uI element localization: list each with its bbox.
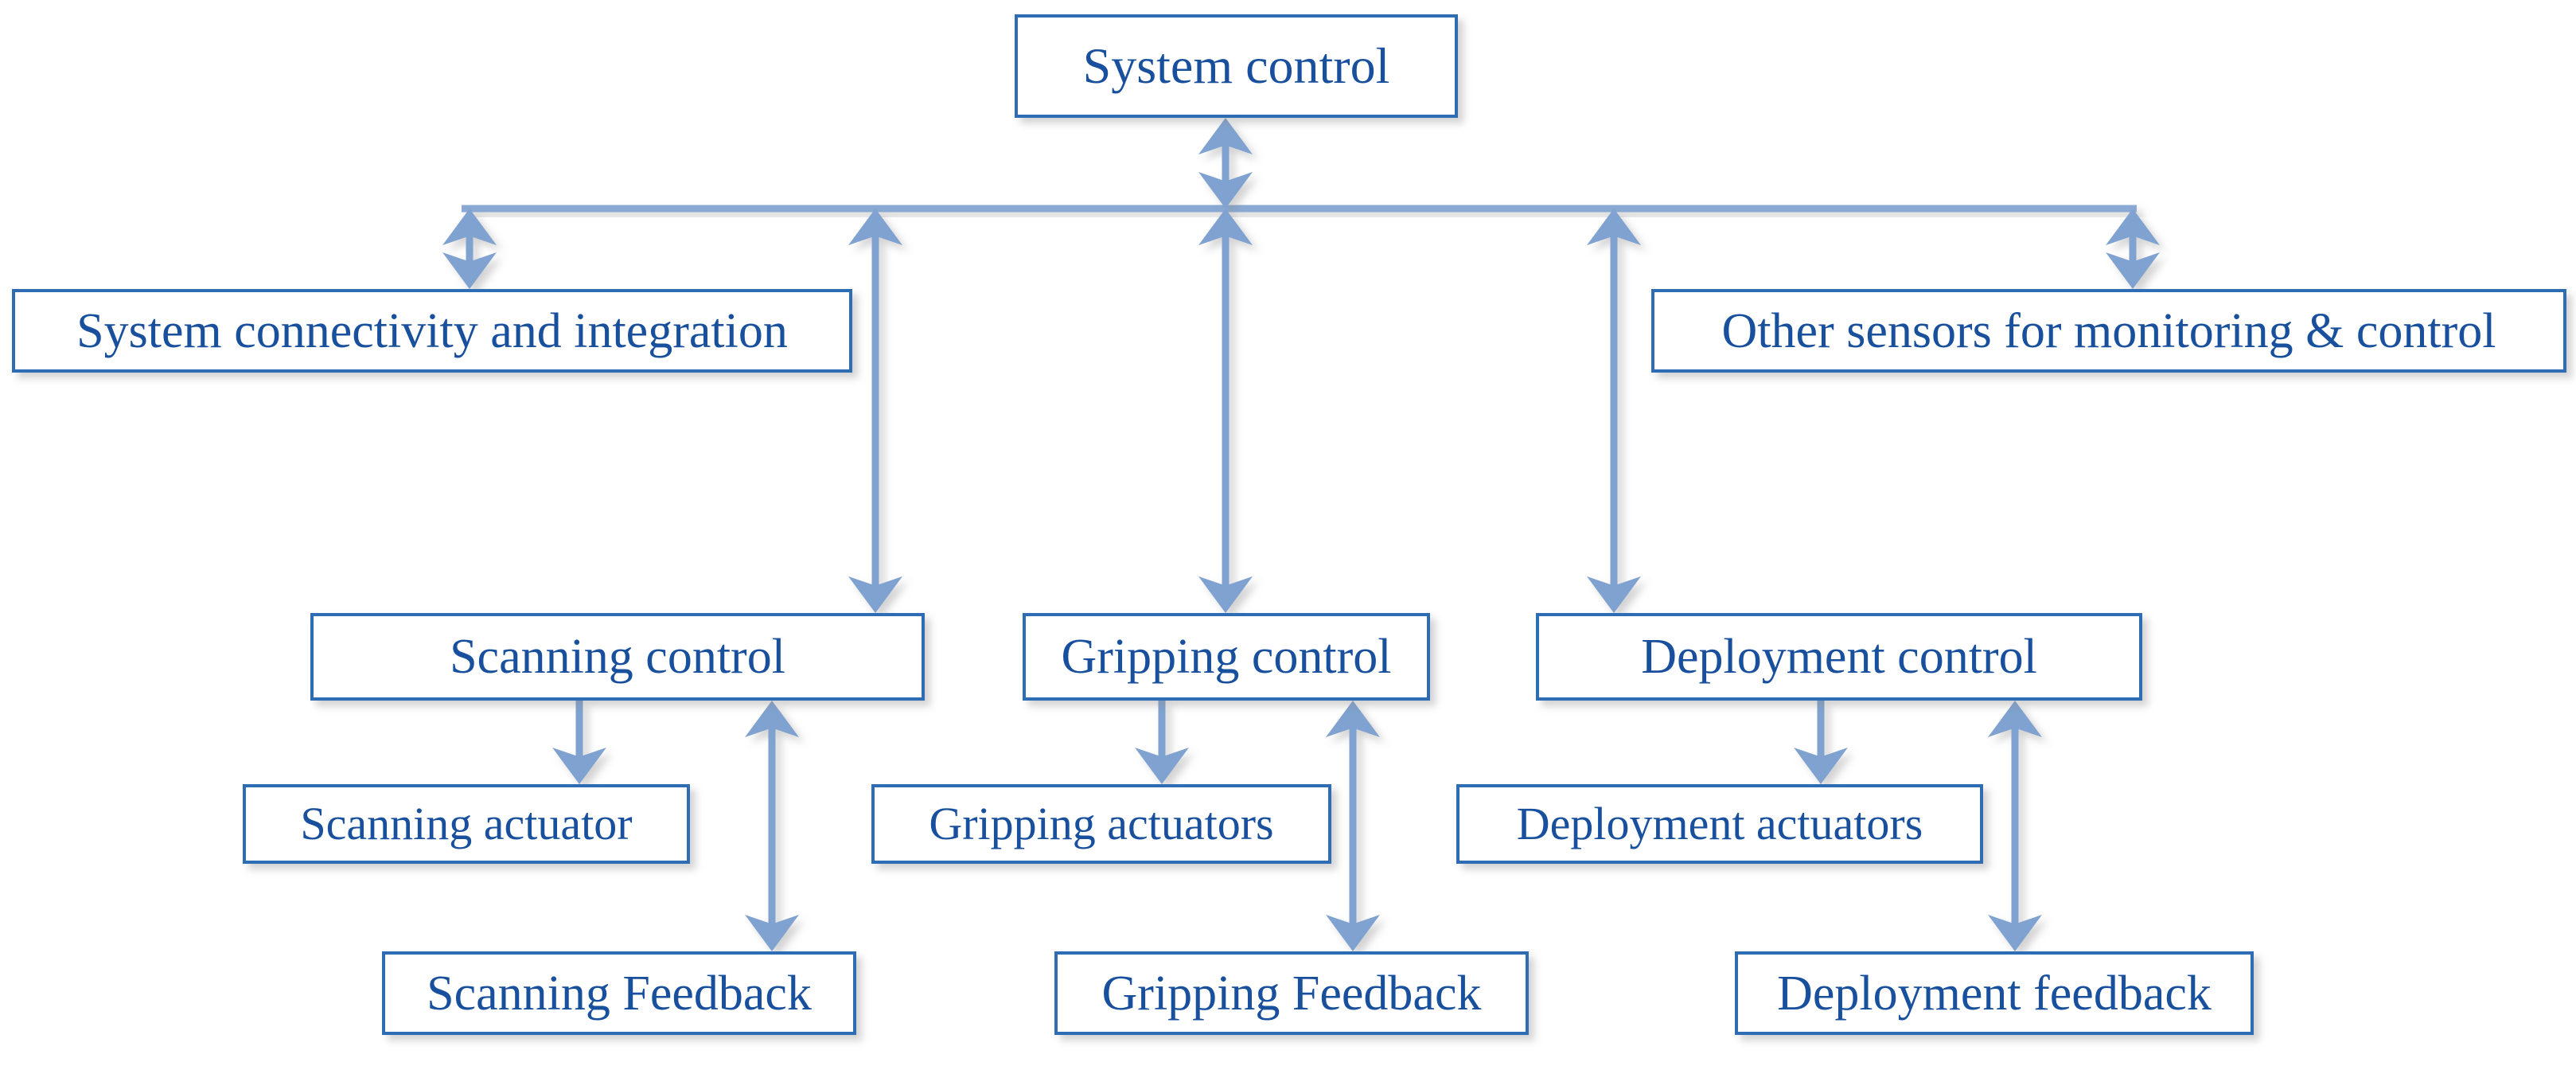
arrowhead-down [745, 915, 799, 951]
connector-deployment-control-to-feedback [1988, 701, 2042, 951]
arrow-shaft [1222, 123, 1230, 204]
bus-group [462, 205, 2137, 213]
arrowhead-down [848, 576, 902, 613]
node-other-sensors[interactable]: Other sensors for monitoring & control [1651, 289, 2566, 373]
arrowhead-up [848, 209, 902, 245]
node-label: Deployment actuators [1516, 798, 1923, 849]
arrowhead-up [442, 209, 497, 245]
node-system-connectivity[interactable]: System connectivity and integration [12, 289, 852, 373]
connector-bus-to-scanning-control [848, 209, 902, 613]
node-gripping-control[interactable]: Gripping control [1023, 613, 1430, 701]
arrowhead-down [2106, 252, 2160, 289]
connector-bus-to-gripping-control [1198, 209, 1253, 613]
connector-gripping-control-to-actuators [1135, 701, 1189, 784]
node-label: Scanning actuator [300, 798, 633, 849]
arrowhead-down [1198, 172, 1253, 209]
node-deployment-control[interactable]: Deployment control [1536, 613, 2142, 701]
arrowhead-down [1326, 915, 1380, 951]
node-label: Other sensors for monitoring & control [1721, 303, 2496, 358]
arrowhead-down [1794, 748, 1848, 784]
node-deployment-actuators[interactable]: Deployment actuators [1456, 784, 1983, 864]
node-gripping-actuators[interactable]: Gripping actuators [871, 784, 1331, 864]
arrow-shaft [768, 705, 776, 947]
node-system-control[interactable]: System control [1015, 14, 1458, 118]
arrowhead-down [552, 748, 606, 784]
node-label: Gripping actuators [929, 798, 1274, 849]
arrow-shaft [1610, 213, 1618, 608]
node-label: Gripping Feedback [1101, 966, 1482, 1021]
arrow-shaft [466, 213, 474, 284]
connector-scanning-control-to-actuator [552, 701, 606, 784]
node-scanning-control[interactable]: Scanning control [310, 613, 925, 701]
node-scanning-actuator[interactable]: Scanning actuator [243, 784, 690, 864]
arrowhead-up [745, 701, 799, 737]
horizontal-bus-line [462, 205, 2137, 213]
connector-gripping-control-to-feedback [1326, 701, 1380, 951]
arrowhead-up [1587, 209, 1641, 245]
connector-system-control-to-bus [1198, 118, 1253, 209]
node-gripping-feedback[interactable]: Gripping Feedback [1054, 951, 1529, 1035]
connector-scanning-control-to-feedback [745, 701, 799, 951]
arrowhead-up [1326, 701, 1380, 737]
connector-deployment-control-to-actuators [1794, 701, 1848, 784]
node-label: Scanning Feedback [427, 966, 812, 1021]
arrow-shaft [575, 701, 583, 779]
arrowhead-up [1198, 209, 1253, 245]
connector-bus-to-deployment-control [1587, 209, 1641, 613]
arrow-shaft [1349, 705, 1357, 947]
arrow-shaft [1222, 213, 1230, 608]
node-deployment-feedback[interactable]: Deployment feedback [1735, 951, 2254, 1035]
connector-bus-to-other-sensors [2106, 209, 2160, 289]
node-label: Deployment feedback [1777, 966, 2212, 1021]
arrow-shaft [2011, 705, 2019, 947]
connector-bus-to-system-connectivity [442, 209, 497, 289]
node-label: Deployment control [1641, 630, 2037, 684]
arrowhead-down [442, 252, 497, 289]
node-label: System control [1082, 37, 1390, 94]
arrowhead-down [1988, 915, 2042, 951]
node-label: Scanning control [450, 630, 785, 684]
arrowhead-up [2106, 209, 2160, 245]
node-label: System connectivity and integration [76, 303, 788, 358]
node-scanning-feedback[interactable]: Scanning Feedback [382, 951, 856, 1035]
node-label: Gripping control [1061, 630, 1392, 684]
arrowhead-up [1198, 118, 1253, 154]
arrow-shaft [2129, 213, 2137, 284]
arrowhead-up [1988, 701, 2042, 737]
arrow-shaft [1817, 701, 1825, 779]
arrowhead-down [1135, 748, 1189, 784]
arrowhead-down [1587, 576, 1641, 613]
arrowhead-down [1198, 576, 1253, 613]
arrow-shaft [871, 213, 879, 608]
arrow-shaft [1158, 701, 1166, 779]
